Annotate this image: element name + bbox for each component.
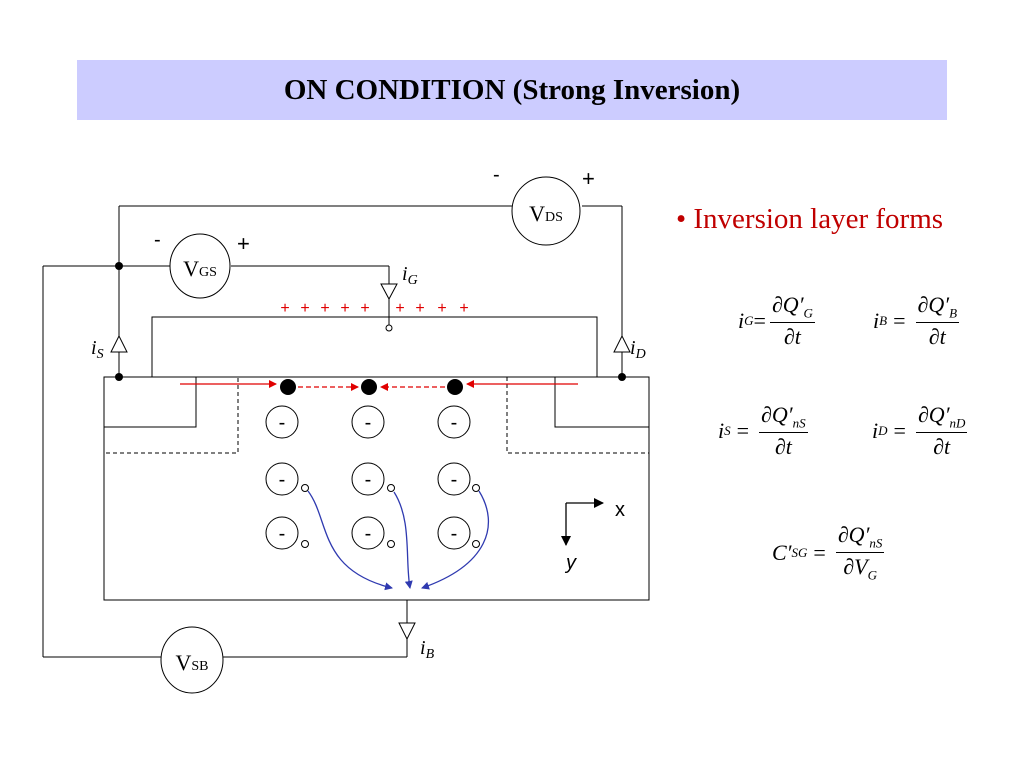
acceptor-charge: - <box>279 523 286 545</box>
svg-text:VDS: VDS <box>529 201 563 226</box>
inversion-electrons <box>280 379 463 395</box>
depletion-boundary <box>106 377 649 454</box>
id-sub: D <box>635 347 646 362</box>
vds-minus: - <box>493 164 500 186</box>
acceptor-charge: - <box>279 412 286 434</box>
acceptor-charge: - <box>365 523 372 545</box>
svg-text:iB: iB <box>420 637 435 662</box>
junction-dots <box>115 262 626 381</box>
gate-plus-charge: + <box>415 300 424 317</box>
acceptor-minus-signs: - - - - - - - - - <box>279 412 458 545</box>
ig-label: i <box>402 263 408 285</box>
gate-plus-charge: + <box>320 300 329 317</box>
vgs-plus: + <box>237 231 250 256</box>
is-sub: S <box>97 347 104 362</box>
id-arrow-icon <box>613 334 631 353</box>
axes-indicator <box>561 498 604 546</box>
gate-plus-charge: + <box>360 300 369 317</box>
electron-flow-arrows <box>180 380 578 391</box>
svg-text:VSB: VSB <box>175 650 208 675</box>
svg-text:iS: iS <box>91 337 104 362</box>
svg-text:iG: iG <box>402 263 418 288</box>
y-axis-label: y <box>564 552 577 574</box>
vds-label: V <box>529 201 545 226</box>
gate-plus-charge: + <box>459 300 468 317</box>
eq-lhs: i <box>738 308 745 334</box>
ig-sub: G <box>408 273 418 288</box>
ionized-acceptors <box>265 405 471 550</box>
id-label: i <box>630 337 636 359</box>
gate-charges: + + + + + + + + + <box>280 300 468 317</box>
ib-sub: B <box>426 647 435 662</box>
acceptor-charge: - <box>365 412 372 434</box>
acceptor-charge: - <box>451 469 458 491</box>
svg-text:iD: iD <box>630 337 646 362</box>
gate-plus-charge: + <box>437 300 446 317</box>
title-bar: ON CONDITION (Strong Inversion) <box>77 60 947 120</box>
gate-plus-charge: + <box>395 300 404 317</box>
vgs-minus: - <box>154 229 161 251</box>
hole-flow-arrows <box>307 490 490 591</box>
gate-plus-charge: + <box>300 300 309 317</box>
vgs-label: V <box>183 256 199 281</box>
vds-source <box>511 176 581 246</box>
is-label: i <box>91 337 97 359</box>
vds-plus: + <box>582 166 595 191</box>
is-arrow-icon <box>110 334 128 353</box>
vsb-sub: SB <box>191 659 208 674</box>
svg-text:VGS: VGS <box>183 256 217 281</box>
vgs-sub: GS <box>199 265 217 280</box>
ib-arrow-icon <box>398 622 416 641</box>
acceptor-charge: - <box>279 469 286 491</box>
ig-arrow-icon <box>380 283 398 301</box>
acceptor-charge: - <box>365 469 372 491</box>
acceptor-charge: - <box>451 412 458 434</box>
x-axis-label: x <box>615 499 625 521</box>
electron <box>447 379 463 395</box>
equation-csg: C′SG = ∂Q′nS ∂VG <box>772 522 885 583</box>
ib-label: i <box>420 637 426 659</box>
vgs-source <box>169 233 231 299</box>
bullet-text: • Inversion layer forms <box>676 203 944 235</box>
gate-contact <box>385 324 393 332</box>
vsb-source <box>160 626 224 694</box>
holes <box>301 484 480 548</box>
acceptor-charge: - <box>451 523 458 545</box>
vsb-label: V <box>175 650 191 675</box>
gate-plus-charge: + <box>340 300 349 317</box>
electron <box>361 379 377 395</box>
circuit-wires <box>42 205 650 658</box>
electron <box>280 379 296 395</box>
gate-plus-charge: + <box>280 300 289 317</box>
vds-sub: DS <box>545 210 563 225</box>
page-title: ON CONDITION (Strong Inversion) <box>283 73 741 106</box>
